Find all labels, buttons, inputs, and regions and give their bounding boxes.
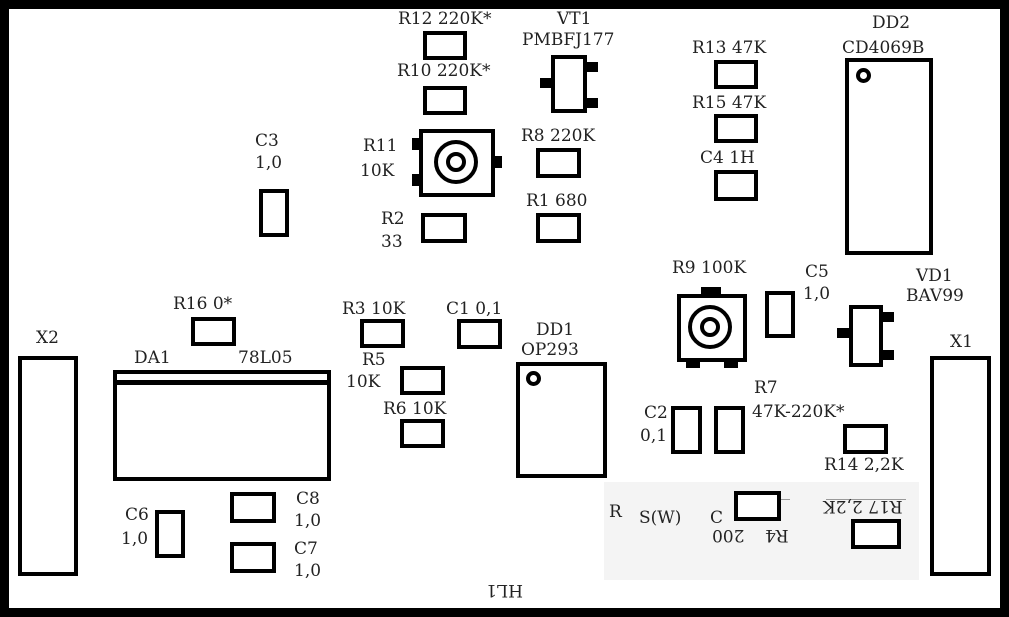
trace-line xyxy=(826,499,906,500)
c3-capacitor xyxy=(259,189,289,237)
c3-val-label: 1,0 xyxy=(255,153,283,173)
c5-val-label: 1,0 xyxy=(803,284,831,304)
r1-label: R1 680 xyxy=(526,191,588,211)
c8-capacitor xyxy=(230,492,276,523)
c2-capacitor xyxy=(671,406,702,454)
r11-knob-center xyxy=(446,152,466,172)
r2-ref-label: R2 xyxy=(381,209,405,229)
r15-label: R15 47K xyxy=(692,93,767,113)
vd1-pin xyxy=(882,350,894,360)
r14-resistor xyxy=(843,424,888,454)
r11-pin xyxy=(412,138,420,150)
r11-knob xyxy=(434,140,478,184)
c6-ref-label: C6 xyxy=(125,505,149,525)
r8-label: R8 220K xyxy=(521,126,596,146)
c2-val-label: 0,1 xyxy=(640,426,668,446)
r9-pin xyxy=(724,361,738,368)
vd1-ref-label: VD1 xyxy=(916,266,953,286)
r14-label: R14 2,2K xyxy=(824,455,904,475)
c8-val-label: 1,0 xyxy=(294,511,322,531)
c5-ref-label: C5 xyxy=(805,262,829,282)
da1-tab-line xyxy=(113,380,331,385)
c7-capacitor xyxy=(230,542,276,573)
dd1-pin1-marker xyxy=(526,371,541,386)
s-w-label: S(W) xyxy=(639,508,682,528)
r6-label: R6 10K xyxy=(383,399,447,419)
r7-resistor xyxy=(714,406,745,454)
r3-label: R3 10K xyxy=(342,299,406,319)
dd1-ref-label: DD1 xyxy=(536,320,575,340)
r12-label: R12 220K* xyxy=(398,9,492,29)
r7-ref-label: R7 xyxy=(754,378,778,398)
c4-capacitor xyxy=(714,170,758,201)
r5-resistor xyxy=(400,366,445,395)
r1-resistor xyxy=(536,213,581,243)
r8-resistor xyxy=(536,148,581,178)
r17-resistor xyxy=(851,519,901,549)
c7-ref-label: C7 xyxy=(294,539,318,559)
r11-ref-label: R11 xyxy=(363,136,398,156)
c8-ref-label: C8 xyxy=(296,489,320,509)
r9-pin xyxy=(686,361,700,368)
x2-connector xyxy=(18,356,78,576)
r-mark-label: R xyxy=(609,502,622,522)
r11-val-label: 10K xyxy=(360,161,395,181)
r3-resistor xyxy=(360,319,405,348)
r10-label: R10 220K* xyxy=(397,61,491,81)
r11-pin xyxy=(412,174,420,186)
r16-resistor xyxy=(191,317,236,346)
c-mark-label: C xyxy=(710,508,724,528)
r13-resistor xyxy=(714,60,758,89)
r12-resistor xyxy=(423,31,467,60)
dd1-part-label: OP293 xyxy=(521,340,579,360)
c1-label: C1 0,1 xyxy=(446,299,503,319)
r9-pin xyxy=(701,287,721,295)
da1-regulator xyxy=(113,370,331,481)
r13-label: R13 47K xyxy=(692,38,767,58)
x1-label: X1 xyxy=(950,332,973,352)
r15-resistor xyxy=(714,114,758,143)
vd1-diode xyxy=(849,305,883,367)
c4-label: C4 1H xyxy=(700,148,755,168)
c6-capacitor xyxy=(155,510,185,558)
c7-val-label: 1,0 xyxy=(294,561,322,581)
r2-val-label: 33 xyxy=(381,232,403,252)
r9-knob-center xyxy=(700,317,720,337)
c2-ref-label: C2 xyxy=(644,403,668,423)
dd2-pin1-marker xyxy=(856,68,871,83)
vt1-pin xyxy=(540,78,552,88)
r16-label: R16 0* xyxy=(173,294,233,314)
r9-label: R9 100K xyxy=(672,258,747,278)
r7-val-label: 47K-220K* xyxy=(752,402,845,422)
da1-ref-label: DA1 xyxy=(134,348,171,368)
c5-capacitor xyxy=(765,291,795,338)
vt1-pin xyxy=(586,62,598,72)
c1-capacitor xyxy=(457,319,502,349)
vt1-part-label: PMBFJ177 xyxy=(522,30,615,50)
x1-connector xyxy=(930,356,991,576)
c3-ref-label: C3 xyxy=(255,131,279,151)
r9-knob xyxy=(688,305,732,349)
r2-resistor xyxy=(421,213,467,243)
c6-val-label: 1,0 xyxy=(121,529,149,549)
dd2-ref-label: DD2 xyxy=(872,13,911,33)
dd2-part-label: CD4069B xyxy=(842,38,925,58)
r11-pin xyxy=(494,156,502,168)
r10-resistor xyxy=(423,86,467,115)
r6-resistor xyxy=(400,419,445,448)
vt1-transistor xyxy=(551,55,587,113)
vt1-pin xyxy=(586,98,598,108)
dd2-ic xyxy=(845,58,933,255)
r5-ref-label: R5 xyxy=(362,350,386,370)
r4-resistor xyxy=(734,491,781,521)
vd1-part-label: BAV99 xyxy=(906,286,964,306)
vd1-pin xyxy=(837,328,850,338)
x2-label: X2 xyxy=(36,328,59,348)
da1-part-label: 78L05 xyxy=(238,348,293,368)
r5-val-label: 10K xyxy=(346,372,381,392)
vd1-pin xyxy=(882,312,894,322)
vt1-ref-label: VT1 xyxy=(557,9,592,29)
